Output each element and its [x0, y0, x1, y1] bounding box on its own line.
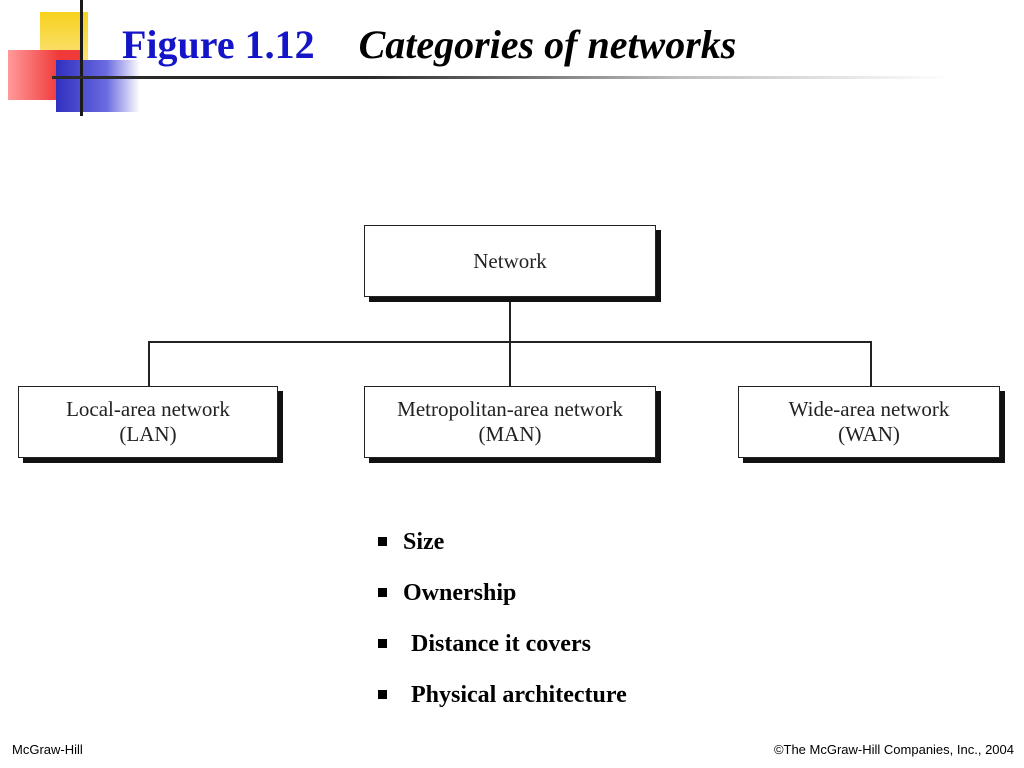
list-item: Distance it covers — [378, 618, 627, 669]
connector-wan — [870, 341, 872, 387]
node-wan: Wide-area network (WAN) — [738, 386, 1000, 458]
node-man-name: Metropolitan-area network — [397, 397, 623, 421]
bullet-list: Size Ownership Distance it covers Physic… — [378, 516, 627, 720]
node-lan: Local-area network (LAN) — [18, 386, 278, 458]
bullet-text: Physical architecture — [411, 681, 627, 708]
list-item: Physical architecture — [378, 669, 627, 720]
figure-number: Figure 1.12 — [122, 22, 315, 67]
bullet-text: Ownership — [403, 579, 517, 606]
connector-lan — [148, 341, 150, 387]
title-underline — [52, 76, 952, 79]
connector-root-trunk — [509, 297, 511, 387]
list-item: Size — [378, 516, 627, 567]
square-bullet-icon — [378, 639, 387, 648]
node-lan-name: Local-area network — [66, 397, 230, 421]
node-man: Metropolitan-area network (MAN) — [364, 386, 656, 458]
list-item: Ownership — [378, 567, 627, 618]
square-bullet-icon — [378, 537, 387, 546]
figure-caption: Categories of networks — [358, 22, 737, 67]
node-lan-abbr: (LAN) — [119, 422, 177, 446]
node-network-label: Network — [473, 248, 547, 273]
logo-blue-square — [56, 60, 140, 112]
logo-vertical-line — [80, 0, 83, 116]
node-man-abbr: (MAN) — [478, 422, 542, 446]
node-wan-name: Wide-area network — [788, 397, 950, 421]
bullet-text: Distance it covers — [411, 630, 591, 657]
node-wan-abbr: (WAN) — [838, 422, 900, 446]
square-bullet-icon — [378, 588, 387, 597]
bullet-text: Size — [403, 528, 445, 555]
connector-horizontal-bus — [148, 341, 872, 343]
footer-copyright: ©The McGraw-Hill Companies, Inc., 2004 — [773, 742, 1014, 757]
square-bullet-icon — [378, 690, 387, 699]
slide-title: Figure 1.12 Categories of networks — [122, 20, 736, 70]
footer-publisher: McGraw-Hill — [12, 742, 83, 757]
node-network: Network — [364, 225, 656, 297]
